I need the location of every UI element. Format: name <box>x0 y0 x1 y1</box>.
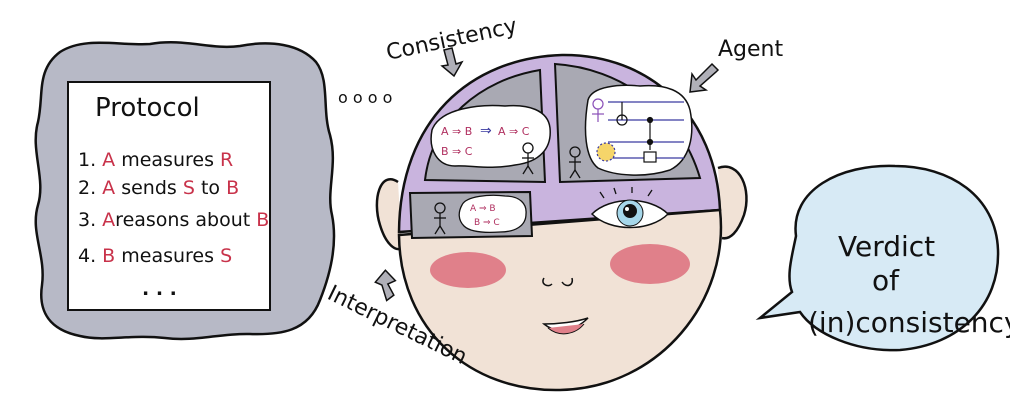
protocol-ellipsis: . . . <box>142 278 177 300</box>
arrow-interpretation-icon <box>374 269 397 302</box>
consistency-bubble-line1a: A ⇒ B <box>441 125 472 138</box>
verdict-line2: of <box>872 264 900 297</box>
right-ear <box>717 165 748 240</box>
protocol-step-symbol: S <box>220 245 232 267</box>
right-cheek <box>610 244 690 284</box>
nose-icon <box>542 277 574 287</box>
protocol-step-number: 1. <box>78 149 102 171</box>
stick-figure-consistency <box>522 142 534 175</box>
lightbulb-icon <box>596 142 616 162</box>
interpretation-bubble <box>458 194 527 233</box>
consistency-bubble <box>430 104 551 168</box>
interpretation-bubble-line1: A ⇒ B <box>470 204 496 214</box>
verdict-line3: (in)consistency <box>808 306 1010 339</box>
verdict-line1: Verdict <box>838 230 935 263</box>
protocol-step-symbol: A <box>102 149 115 171</box>
protocol-step-symbol: R <box>220 149 233 171</box>
protocol-step-symbol: A <box>102 177 115 199</box>
protocol-step-text: to <box>195 177 226 199</box>
label-agent: Agent <box>718 37 783 62</box>
inner-figure-icon <box>592 98 604 122</box>
protocol-card <box>67 81 271 311</box>
protocol-step-text: sends <box>115 177 183 199</box>
protocol-step-2: 2. A sends S to B <box>78 177 239 199</box>
protocol-step-3: 3. Areasons about B <box>78 209 269 231</box>
interpretation-bubble-line2: B ⇒ C <box>474 218 500 228</box>
protocol-step-4: 4. B measures S <box>78 245 232 267</box>
protocol-step-text: reasons about <box>115 209 256 231</box>
protocol-steps: 1. A measures R2. A sends S to B3. Areas… <box>78 149 269 267</box>
circuit-icon <box>608 101 684 163</box>
arrow-consistency-icon <box>440 47 464 78</box>
lip <box>547 323 585 335</box>
protocol-step-text: measures <box>115 245 220 267</box>
thought-dots: o o o o <box>338 88 392 107</box>
protocol-step-symbol: B <box>256 209 269 231</box>
stick-figure-interpretation <box>434 202 446 235</box>
left-cheek <box>430 252 506 288</box>
protocol-step-1: 1. A measures R <box>78 149 233 171</box>
protocol-step-symbol: S <box>183 177 195 199</box>
stick-figure-agent <box>569 146 581 179</box>
protocol-step-number: 3. <box>78 209 102 231</box>
verdict-bubble <box>755 164 1000 352</box>
protocol-step-symbol: B <box>102 245 115 267</box>
consistency-bubble-line2: B ⇒ C <box>441 145 473 158</box>
protocol-title: Protocol <box>95 93 200 123</box>
arrow-agent-icon <box>689 62 720 93</box>
consistency-bubble-line1b: A ⇒ C <box>498 125 530 138</box>
eye-icon <box>590 187 670 229</box>
protocol-step-number: 4. <box>78 245 102 267</box>
agent-bubble <box>584 84 693 176</box>
left-ear <box>375 178 403 251</box>
protocol-step-symbol: A <box>102 209 115 231</box>
protocol-step-number: 2. <box>78 177 102 199</box>
protocol-step-symbol: B <box>226 177 239 199</box>
consistency-bubble-arrow: ⇒ <box>480 123 492 139</box>
protocol-step-text: measures <box>115 149 220 171</box>
